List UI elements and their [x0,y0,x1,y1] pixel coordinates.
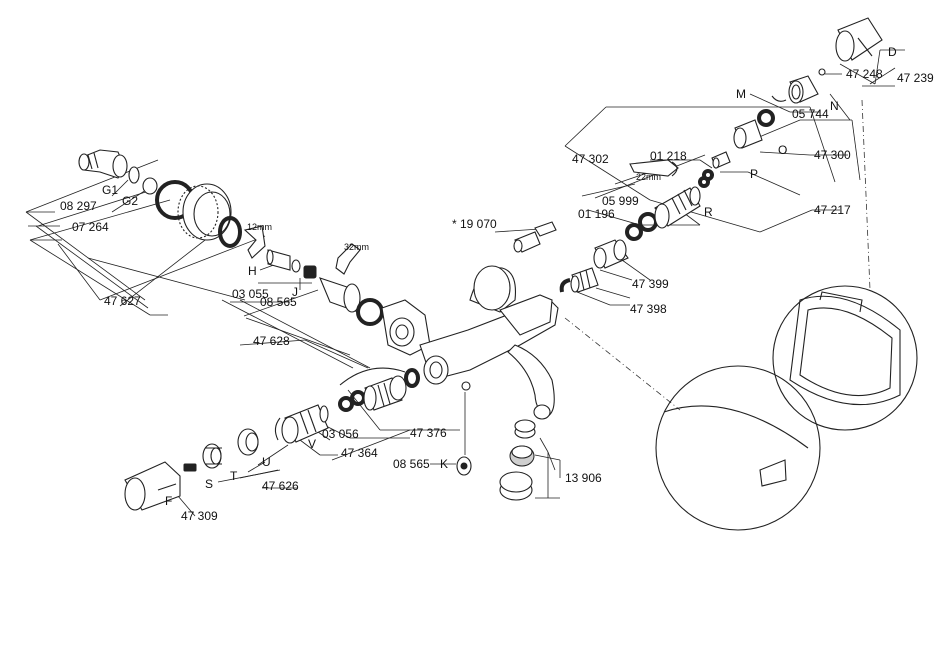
label-f: F [165,494,172,508]
oring-r [627,225,641,239]
label-19070: * 19 070 [452,217,497,231]
label-47239: 47 239 [897,71,934,85]
check-valve-part [364,376,406,410]
oring-05999 [704,171,712,179]
parts [79,18,882,510]
label-t: T [230,469,238,483]
label-47248: 47 248 [846,67,883,81]
label-47376: 47 376 [410,426,447,440]
mixer-body [420,266,558,419]
t-adapter-part [203,444,222,468]
label-m: M [736,87,746,101]
handle-d-part [836,18,882,61]
s-screw-part [184,464,196,471]
filter-part [143,178,157,194]
label-47398: 47 398 [630,302,667,316]
label-05744: 05 744 [792,107,829,121]
screw-small [819,69,825,75]
label-08297: 08 297 [60,199,97,213]
label-k: K [440,457,448,471]
label-47300: 47 300 [814,148,851,162]
detail-circle-lower [656,366,820,530]
thermo-cartridge [655,187,700,228]
label-32mm: 32mm [344,242,369,252]
j-part [304,266,316,278]
label-47309: 47 309 [181,509,218,523]
label-v: V [308,437,316,451]
label-08565-b: 08 565 [393,457,430,471]
label-05999: 05 999 [602,194,639,208]
rosette-part [178,184,231,240]
label-u: U [262,455,271,469]
label-47302: 47 302 [572,152,609,166]
label-47626: 47 626 [262,479,299,493]
label-47364: 47 364 [341,446,378,460]
oring-03056-a [340,398,352,410]
h-part [267,250,290,270]
label-08565-a: 08 565 [260,295,297,309]
nut-n-part [789,76,818,103]
oring-r2 [640,214,656,230]
label-47628: 47 628 [253,334,290,348]
flow-cartridge [275,405,328,443]
label-47217: 47 217 [814,203,851,217]
cylinder-part [320,278,360,312]
u-ring-part [238,429,258,455]
k-bush-part [457,457,471,475]
screw-part [514,222,556,252]
s-union-part [79,150,127,178]
label-g2: G2 [122,194,138,208]
label-22mm: 22mm [636,172,661,182]
label-n: N [830,99,839,113]
label-d: D [888,45,897,59]
label-01218: 01 218 [650,149,687,163]
oring-h [292,260,300,272]
nipple-part [571,268,598,292]
valve-sleeve-part [594,240,628,268]
label-o: O [778,143,787,157]
label-01196: 01 196 [578,207,615,221]
label-s: S [205,477,213,491]
clip-m [772,96,786,101]
clip-part [562,280,570,292]
label-h: H [248,264,257,278]
label-p: P [750,167,758,181]
washer-part [129,167,139,183]
detail-callouts [565,100,917,530]
label-03056: 03 056 [322,427,359,441]
spring-pin-part [712,152,730,168]
label-r: R [704,205,713,219]
detail-circle-upper [773,286,917,430]
label-47627: 47 627 [104,294,141,308]
label-13906: 13 906 [565,471,602,485]
label-07264: 07 264 [72,220,109,234]
adapter-part [734,120,762,148]
label-12mm: 12mm [247,222,272,232]
oring-47376 [406,370,418,386]
aerator-part [500,420,535,500]
oring-03056-b [352,392,364,404]
oring-large [358,300,382,324]
label-47399: 47 399 [632,277,669,291]
label-g1: G1 [102,183,118,197]
oring-o [759,111,773,125]
